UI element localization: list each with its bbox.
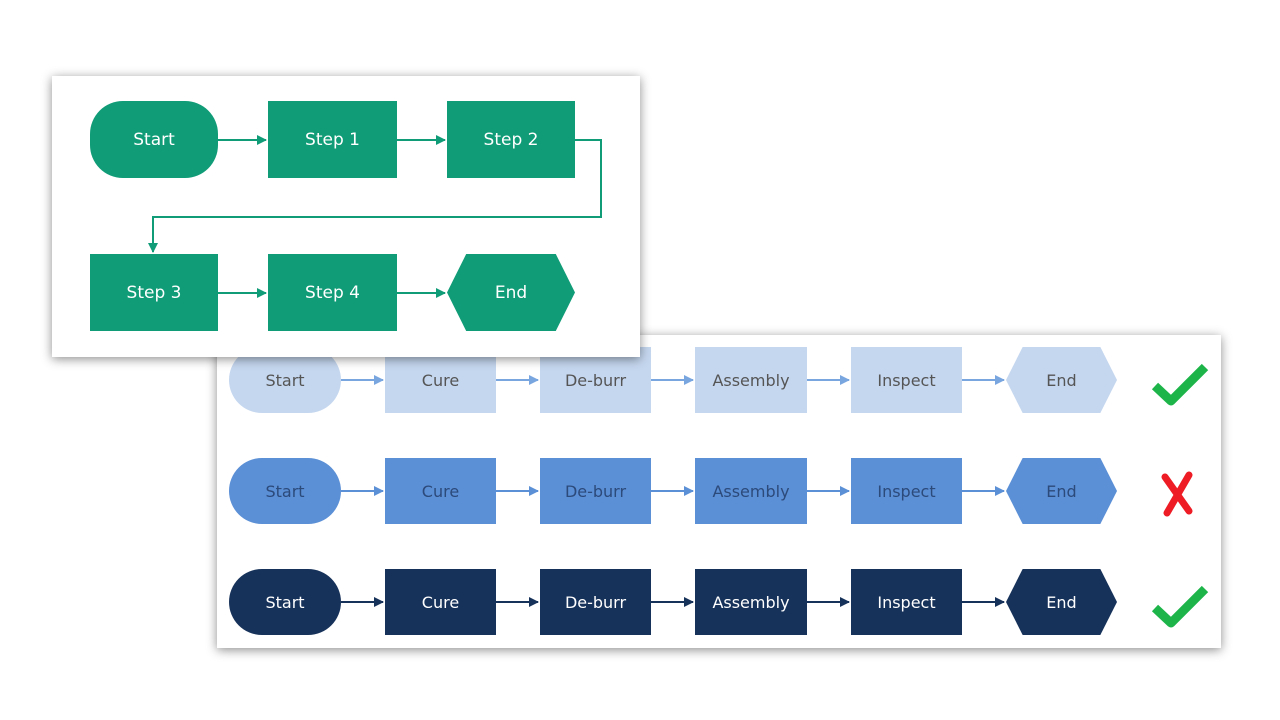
row1-node-end: End xyxy=(1006,347,1117,413)
row3-node-assembly: Assembly xyxy=(695,569,807,635)
row2-cross-icon xyxy=(1159,471,1195,517)
row2-node-cure: Cure xyxy=(385,458,496,524)
comparison-arrows xyxy=(341,375,1005,607)
node-step2: Step 2 xyxy=(447,101,575,178)
row1-check-icon xyxy=(1151,361,1209,407)
row1-node-start: Start xyxy=(229,347,341,413)
row2-node-deburr: De-burr xyxy=(540,458,651,524)
row3-node-cure: Cure xyxy=(385,569,496,635)
node-end: End xyxy=(447,254,575,331)
top-flowchart-panel: Start Step 1 Step 2 Step 3 Step 4 End xyxy=(52,76,640,357)
row1-node-deburr: De-burr xyxy=(540,347,651,413)
row2-node-assembly: Assembly xyxy=(695,458,807,524)
row2-node-inspect: Inspect xyxy=(851,458,962,524)
row3-node-deburr: De-burr xyxy=(540,569,651,635)
node-step3: Step 3 xyxy=(90,254,218,331)
row2-node-start: Start xyxy=(229,458,341,524)
edge-step2-step3 xyxy=(148,139,602,253)
row3-check-icon xyxy=(1151,583,1209,629)
top-flowchart-arrows xyxy=(148,135,602,298)
row3-node-start: Start xyxy=(229,569,341,635)
row3-node-end: End xyxy=(1006,569,1117,635)
color-comparison-panel: Start Cure De-burr Assembly Inspect End … xyxy=(217,335,1221,648)
row1-node-cure: Cure xyxy=(385,347,496,413)
row3-node-inspect: Inspect xyxy=(851,569,962,635)
node-step4: Step 4 xyxy=(268,254,397,331)
node-step1: Step 1 xyxy=(268,101,397,178)
node-start: Start xyxy=(90,101,218,178)
row1-node-inspect: Inspect xyxy=(851,347,962,413)
row1-node-assembly: Assembly xyxy=(695,347,807,413)
row2-node-end: End xyxy=(1006,458,1117,524)
